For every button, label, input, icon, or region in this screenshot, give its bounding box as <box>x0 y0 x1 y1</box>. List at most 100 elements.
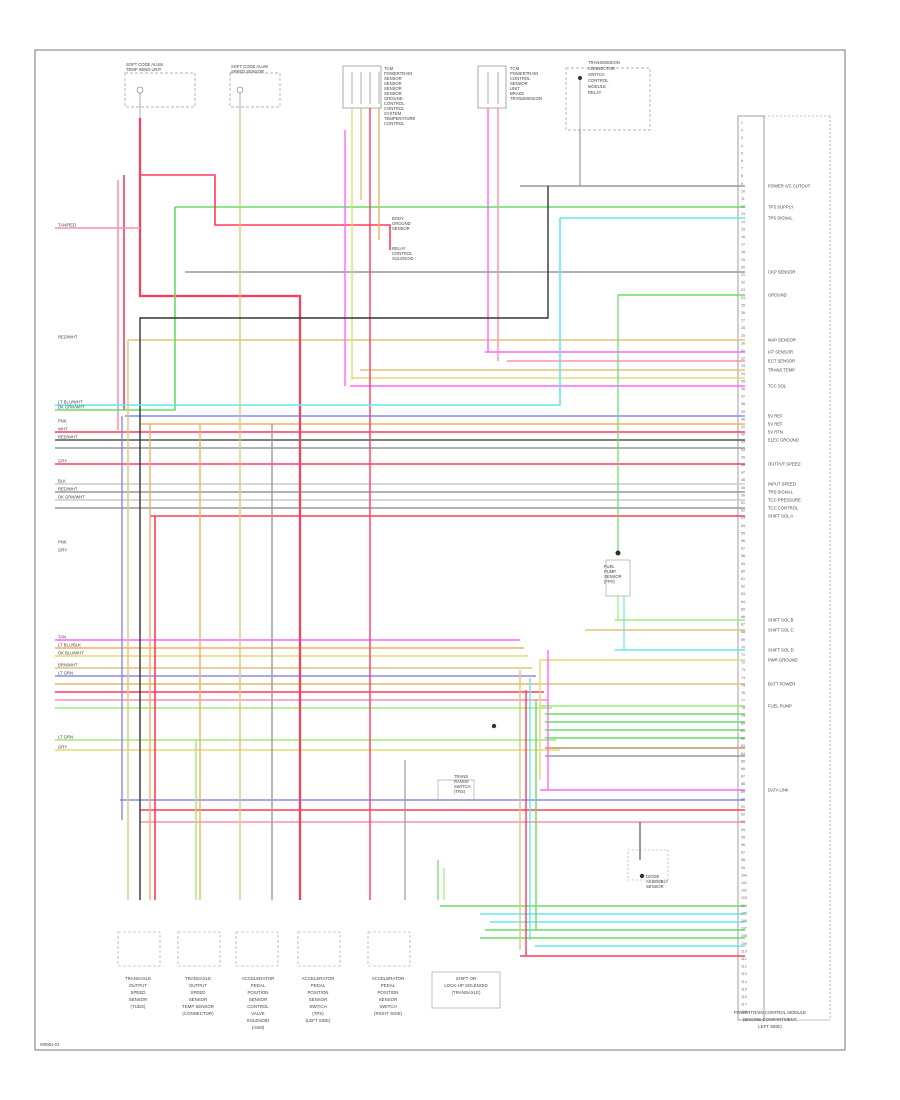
component-label: TRANSMISSION <box>510 96 542 101</box>
component-label: GROUND <box>384 96 403 101</box>
component-caption: ACCELERATOR <box>372 976 405 981</box>
component-label: TCM <box>510 66 520 71</box>
ground-label: GROUND <box>392 221 411 226</box>
pcm-pin-number: 101 <box>741 881 747 885</box>
pcm-pin-number: 35 <box>741 379 745 383</box>
component-caption: (TRANSAXLE) <box>451 990 481 995</box>
component-caption: PEDAL <box>381 983 396 988</box>
diagram-frame <box>34 49 846 1051</box>
pcm-pin-number: 100 <box>741 873 747 877</box>
left-wire-label: RED/WHT <box>58 335 78 340</box>
pcm-pin-label: 5V REF <box>768 422 783 427</box>
left-wire-label: RED/WHT <box>58 435 78 440</box>
pcm-pin-number: 77 <box>741 699 745 703</box>
component-caption: LOCK-UP SOLENOID <box>444 983 487 988</box>
pcm-pin-number: 112 <box>741 965 747 969</box>
pcm-pin-number: 118 <box>741 1010 747 1014</box>
component-label: TRANS <box>454 774 468 779</box>
left-wire-label: DK GRN/WHT <box>58 405 85 410</box>
pcm-pin-number: 47 <box>741 471 745 475</box>
left-wire-label: TAN <box>58 635 66 640</box>
pcm-pin-number: 45 <box>741 455 745 459</box>
pcm-pin-number: 44 <box>741 448 745 452</box>
pcm-pin-number: 32 <box>741 357 745 361</box>
pcm-pin-number: 4 <box>741 144 743 148</box>
fuel-pump-sensor <box>605 550 631 597</box>
top-mid-box-b <box>477 65 507 109</box>
pcm-pin-label: ELEC GROUND <box>768 438 799 443</box>
component-caption: POSITION <box>308 990 329 995</box>
pcm-pin-number: 89 <box>741 790 745 794</box>
pcm-pin-number: 30 <box>741 341 745 345</box>
pcm-pin-number: 84 <box>741 752 745 756</box>
pcm-pin-number: 29 <box>741 334 745 338</box>
pcm-pin-number: 102 <box>741 889 747 893</box>
component-label: SWITCH <box>588 72 605 77</box>
pcm-pin-number: 43 <box>741 440 745 444</box>
pcm-pin-number: 14 <box>741 220 745 224</box>
pcm-pin-number: 64 <box>741 600 745 604</box>
pcm-pin-number: 74 <box>741 676 745 680</box>
pcm-pin-number: 82 <box>741 737 745 741</box>
component-label: SENSOR <box>510 81 528 86</box>
left-wire-label: BLK <box>58 479 66 484</box>
pcm-pin-number: 20 <box>741 265 745 269</box>
pcm-pin-number: 6 <box>741 159 743 163</box>
pcm-pin-number: 78 <box>741 706 745 710</box>
pcm-pin-number: 108 <box>741 934 747 938</box>
pcm-pin-label: GROUND <box>768 293 787 298</box>
pcm-pin-number: 72 <box>741 661 745 665</box>
pcm-pin-number: 57 <box>741 547 745 551</box>
component-caption: PEDAL <box>251 983 266 988</box>
pcm-pin-number: 58 <box>741 554 745 558</box>
pcm-pin-number: 27 <box>741 319 745 323</box>
component-label: CONTROL <box>384 106 405 111</box>
left-wire-label: LT GRN <box>58 671 73 676</box>
component-caption: TRANSAXLE <box>185 976 211 981</box>
left-wire-label: TAN/RED <box>58 223 76 228</box>
left-wire-label: GRY <box>58 548 67 553</box>
component-label: (FPS) <box>604 579 616 584</box>
ground-label: SENSOR <box>392 226 410 231</box>
component-label: TEMPERATURE <box>384 116 416 121</box>
pcm-pin-label: POWER A/C CUTOUT <box>768 184 811 189</box>
pcm-pin-label: PWR GROUND <box>768 658 798 663</box>
component-label: SENSOR <box>384 76 402 81</box>
component-label: (TRS) <box>454 789 466 794</box>
component-caption: ACCELERATOR <box>302 976 335 981</box>
pcm-pin-number: 49 <box>741 486 745 490</box>
pcm-pin-number: 11 <box>741 197 745 201</box>
pcm-pin-number: 86 <box>741 767 745 771</box>
pcm-pin-number: 56 <box>741 539 745 543</box>
component-caption: ACCELERATOR <box>242 976 275 981</box>
pcm-pin-number: 17 <box>741 243 745 247</box>
pcm-pin-label: FUEL PUMP <box>768 704 792 709</box>
pcm-pin-number: 10 <box>741 189 745 193</box>
pcm-pin-number: 51 <box>741 501 745 505</box>
pcm-connector <box>737 115 831 1021</box>
diode-assembly <box>627 849 669 881</box>
pcm-pin-number: 46 <box>741 463 745 467</box>
component-label: SYSTEM <box>384 111 402 116</box>
component-label: CONTROL <box>510 76 531 81</box>
pcm-pin-number: 67 <box>741 623 745 627</box>
pcm-pin-number: 15 <box>741 227 745 231</box>
pcm-pin-number: 5 <box>741 151 743 155</box>
pcm-pin-label: BATT POWER <box>768 682 795 687</box>
pcm-pin-label: TRANS TEMP <box>768 368 795 373</box>
pcm-pin-number: 95 <box>741 835 745 839</box>
top-left-switch-b: SOFT CODE ALUM SPEED SENSOR <box>229 64 281 118</box>
left-wire-label: GRY <box>58 745 67 750</box>
pcm-pin-number: 53 <box>741 516 745 520</box>
pcm-pin-number: 55 <box>741 531 745 535</box>
pcm-pin-label: TRS SIGNAL <box>768 490 794 495</box>
pcm-pin-label: TCC CONTROL <box>768 506 799 511</box>
left-wire-label: PNK <box>58 540 67 545</box>
pcm-pin-number: 61 <box>741 577 745 581</box>
component-caption: OUTPUT <box>129 983 147 988</box>
pcm-pin-number: 54 <box>741 524 745 528</box>
pcm-pin-number: 99 <box>741 866 745 870</box>
pcm-pin-number: 93 <box>741 820 745 824</box>
pcm-pin-number: 22 <box>741 281 745 285</box>
component-label: SENSOR <box>604 574 622 579</box>
